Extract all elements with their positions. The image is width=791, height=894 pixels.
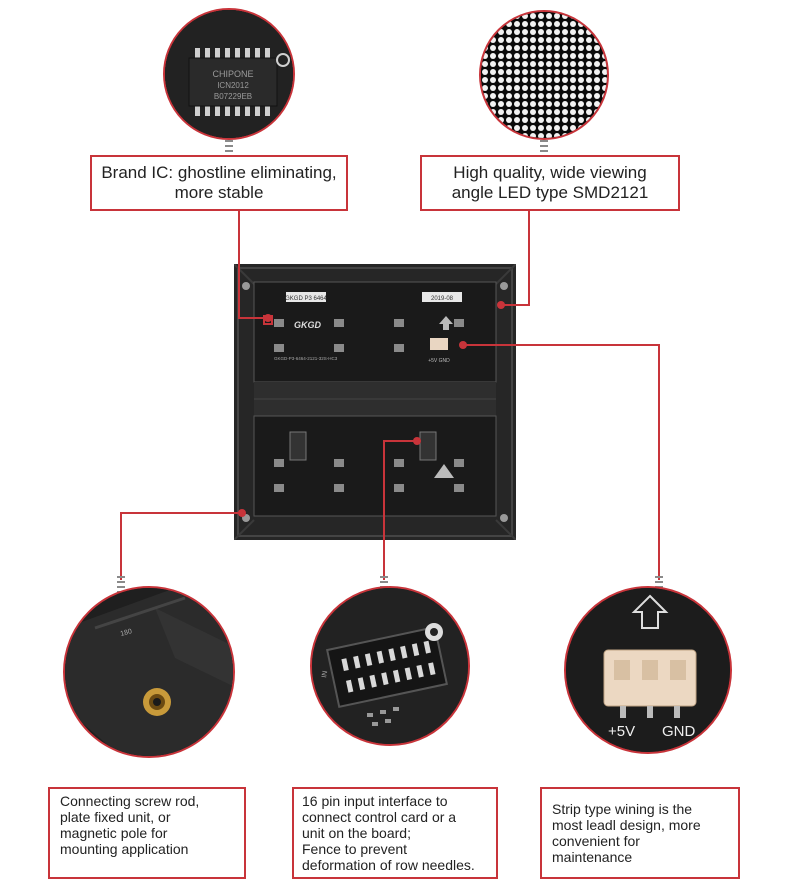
callout-ic-line2: more stable (174, 183, 264, 202)
callout-screw-line: plate fixed unit, or (60, 809, 171, 825)
connector-hatch (225, 140, 233, 154)
callout-pin-line: unit on the board; (302, 825, 411, 841)
ic-chip-image: CHIPONE ICN2012 B07229EB (165, 10, 293, 138)
connector-closeup-circle: +5V GND (564, 586, 732, 754)
connector-hatch (655, 576, 663, 594)
ic-marking-1: CHIPONE (212, 69, 253, 79)
callout-pin-box: 16 pin input interface to connect contro… (292, 787, 498, 879)
leader-line-pin (383, 440, 385, 580)
connector-hatch (117, 576, 125, 594)
board-sticker-right: 2019-08 (431, 296, 454, 302)
callout-strip-line: maintenance (552, 849, 633, 865)
board-power-label: +5V GND (428, 358, 450, 364)
callout-screw-box: Connecting screw rod, plate fixed unit, … (48, 787, 246, 879)
leader-dot-pin (413, 437, 421, 445)
callout-pin-line: deformation of row needles. (302, 857, 475, 873)
callout-led-box: High quality, wide viewing angle LED typ… (420, 155, 680, 211)
callout-screw-line: magnetic pole for (60, 825, 168, 841)
callout-led-line1: High quality, wide viewing (453, 163, 647, 182)
leader-line-ic (238, 211, 240, 319)
pin-header-closeup-circle: IN (310, 586, 470, 746)
leader-line-strip-h (463, 344, 659, 346)
leader-dot-ic (264, 314, 272, 322)
pin-label: IN (321, 670, 329, 678)
led-module-board: GKGD P3 6464 2019-08 GKGD GKGD-P3-6464-2… (233, 263, 517, 541)
leader-line-strip (658, 344, 660, 580)
leader-line-led-h (500, 304, 530, 306)
callout-pin-line: connect control card or a (302, 809, 457, 825)
led-module-image: GKGD P3 6464 2019-08 GKGD GKGD-P3-6464-2… (233, 263, 517, 541)
leader-line-screw-h (120, 512, 244, 514)
callout-pin-line: 16 pin input interface to (302, 793, 448, 809)
callout-screw-line: mounting application (60, 841, 189, 857)
leader-line-ic-h (238, 317, 268, 319)
callout-strip-line: convenient for (552, 833, 640, 849)
screw-closeup-circle: 180 (63, 586, 235, 758)
callout-led-line2: angle LED type SMD2121 (451, 183, 649, 202)
callout-ic-box: Brand IC: ghostline eliminating, more st… (90, 155, 348, 211)
connector-hatch (540, 140, 548, 154)
board-logo: GKGD (294, 320, 322, 330)
connector-hatch (380, 576, 388, 594)
leader-dot-strip (459, 341, 467, 349)
leader-line-pin-h (383, 440, 417, 442)
ic-marking-2: ICN2012 (217, 81, 249, 90)
leader-line-led (528, 211, 530, 306)
board-part-number: GKGD-P3-6464-2121-32S-HC3 (274, 356, 338, 361)
board-sticker-left: GKGD P3 6464 (285, 296, 327, 302)
leader-dot-led (497, 301, 505, 309)
led-matrix-image (481, 12, 607, 138)
callout-strip-box: Strip type wining is the most leadl desi… (540, 787, 740, 879)
connector-image: +5V GND (566, 588, 730, 752)
screw-label: 180 (120, 628, 133, 638)
pin-header-image: IN (312, 588, 468, 744)
leader-line-screw (120, 512, 122, 580)
callout-strip-line: Strip type wining is the (552, 801, 693, 817)
screw-image: 180 (65, 588, 233, 756)
callout-screw-line: Connecting screw rod, (60, 793, 200, 809)
connector-label-gnd: GND (662, 723, 696, 740)
callout-strip-line: most leadl design, more (552, 817, 701, 833)
ic-closeup-circle: CHIPONE ICN2012 B07229EB (163, 8, 295, 140)
ic-marking-3: B07229EB (214, 92, 252, 101)
leader-dot-screw (238, 509, 246, 517)
callout-ic-line1: Brand IC: ghostline eliminating, (101, 163, 337, 182)
connector-label-plus5v: +5V (608, 723, 635, 740)
led-closeup-circle (479, 10, 609, 140)
callout-pin-line: Fence to prevent (302, 841, 408, 857)
